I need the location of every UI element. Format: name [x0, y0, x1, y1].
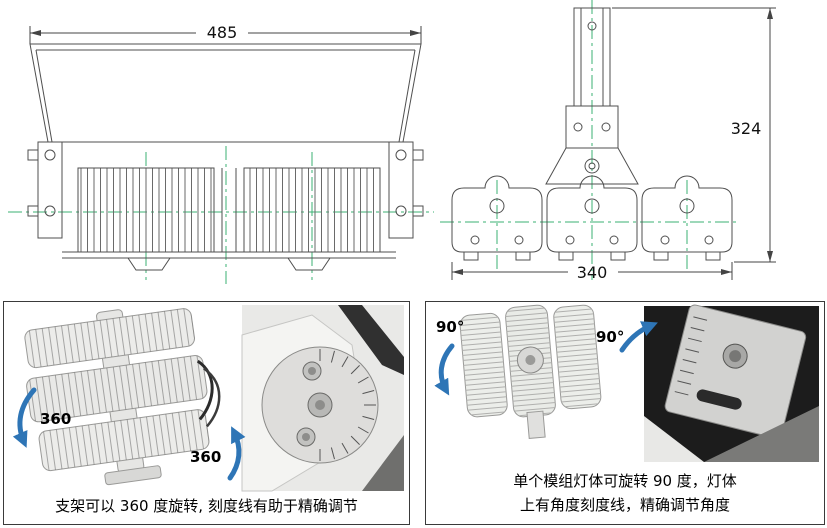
rotate-down-arrow-icon: [12, 387, 37, 448]
side-view-drawing: 324 340: [440, 0, 776, 282]
adjustment-slot: [696, 389, 742, 410]
mounting-arm: [526, 410, 546, 439]
rotation-360-label-left: 360: [40, 410, 72, 428]
dimension-340: 340: [451, 262, 733, 282]
angle-scale-photo: [644, 304, 819, 462]
rotation-360-label-right: 360: [190, 448, 222, 466]
rotate-down-arrow-icon: [434, 343, 455, 396]
front-view-drawing: 485: [8, 23, 434, 284]
bracket-rotation-graphics: [12, 305, 404, 492]
bracket-rotation-panel: 360 360 支架可以 360 度旋转, 刻度线有助于精确调节: [3, 301, 410, 525]
floodlight-photo: [24, 308, 221, 486]
dimension-485: 485: [29, 23, 422, 44]
rotation-90-label-left: 90°: [436, 318, 465, 336]
bracket-rod: [338, 305, 404, 375]
dimension-485-value: 485: [207, 23, 238, 42]
side-view-body: [451, 7, 733, 261]
power-cables: [196, 359, 221, 428]
pivot-bolts: [296, 361, 333, 447]
rotate-up-right-arrow-icon: [619, 321, 658, 353]
dimension-324-value: 324: [731, 119, 762, 138]
dimension-324: 324: [612, 7, 776, 263]
base-plate: [104, 465, 162, 486]
angle-scale-ticks: [674, 316, 708, 396]
module-rotation-panel: 90° 90° 单个模组灯体可旋转 90 度，灯体 上有角度刻度线，精确调节角度: [425, 301, 825, 525]
protractor-photo: [241, 305, 404, 492]
module-rotation-caption-line1: 单个模组灯体可旋转 90 度，灯体: [513, 472, 737, 490]
rotate-up-arrow-icon: [227, 426, 246, 481]
bracket-rotation-caption: 支架可以 360 度旋转, 刻度线有助于精确调节: [55, 497, 358, 515]
module-rotation-caption-line2: 上有角度刻度线，精确调节角度: [519, 496, 730, 514]
heatsink-fins-right: [243, 167, 381, 253]
centerlines-side: [440, 0, 740, 280]
heatsink-fins-left: [77, 167, 215, 253]
protractor-ticks: [319, 349, 376, 461]
module-rotation-graphics: [434, 304, 819, 462]
top-view-photo: [459, 304, 602, 439]
dimension-340-value: 340: [577, 263, 608, 282]
rotation-90-label-right: 90°: [596, 328, 625, 346]
